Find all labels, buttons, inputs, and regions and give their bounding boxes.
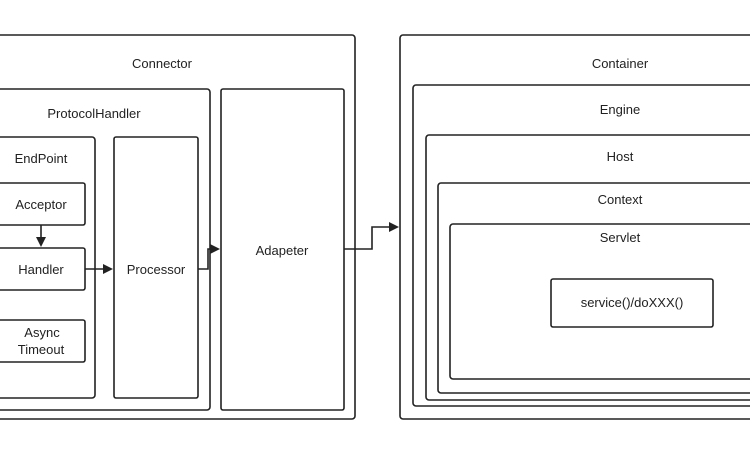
- adapter-label: Adapeter: [256, 243, 309, 258]
- processor-box: [113, 136, 199, 399]
- handler-label: Handler: [18, 262, 64, 277]
- service-method-box: [550, 278, 714, 328]
- connector-title: Connector: [132, 56, 193, 71]
- acceptor-label: Acceptor: [15, 197, 67, 212]
- async-timeout-box: [0, 319, 86, 363]
- acceptor-box: [0, 182, 86, 226]
- protocol-handler-title: ProtocolHandler: [47, 106, 141, 121]
- arrowhead-adapter-container: [389, 222, 399, 232]
- async-timeout-label-line1: Async: [24, 325, 60, 340]
- container-title: Container: [592, 56, 649, 71]
- async-timeout-label-line2: Timeout: [18, 342, 65, 357]
- service-method-label: service()/doXXX(): [581, 295, 684, 310]
- context-title: Context: [598, 192, 643, 207]
- arrowhead-processor-adapter: [210, 244, 220, 254]
- processor-label: Processor: [127, 262, 186, 277]
- arrow-adapter-container: [344, 226, 390, 250]
- endpoint-title: EndPoint: [15, 151, 68, 166]
- servlet-title: Servlet: [600, 230, 641, 245]
- host-title: Host: [607, 149, 634, 164]
- engine-title: Engine: [600, 102, 640, 117]
- arrowhead-acceptor-handler: [36, 237, 46, 247]
- arrowhead-handler-processor: [103, 264, 113, 274]
